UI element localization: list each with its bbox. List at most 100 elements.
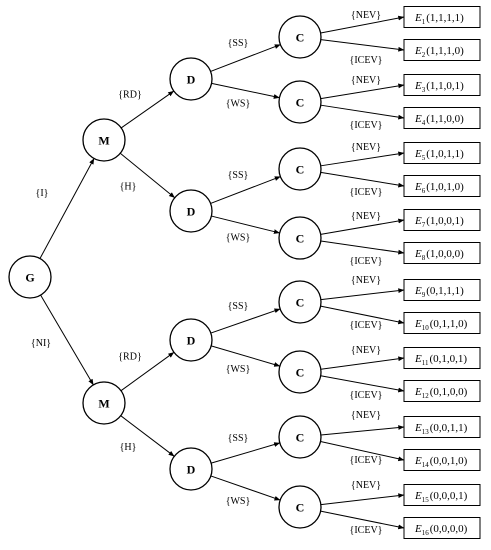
edge-m-d-2-2 — [120, 415, 175, 457]
edge-label-level2-2-1: {RD} — [118, 352, 142, 363]
leaf-box — [403, 242, 481, 264]
level3-node-1-2-2-label: C — [296, 232, 305, 246]
leaf-box — [403, 449, 481, 471]
leaf-subscript: 4 — [422, 119, 426, 127]
leaf-subscript: 2 — [422, 51, 426, 59]
leaf-box — [403, 107, 481, 129]
leaf-tuple: (1,0,1,0) — [426, 181, 464, 193]
level2-node-2-2-label: D — [187, 463, 196, 477]
edge-label-level4-8: {ICEV} — [350, 256, 383, 267]
level2-node-1-1: D — [169, 57, 213, 101]
leaf-outcome: E13(0,0,1,1) — [403, 416, 481, 438]
leaf-outcome: E3(1,1,0,1) — [403, 74, 481, 96]
leaf-tuple: (0,1,0,1) — [429, 353, 467, 365]
level1-node-2-label: M — [98, 397, 109, 411]
edge-label-level3-1-1-2: {WS} — [226, 99, 251, 110]
edge-c-leaf-1 — [320, 15, 405, 34]
edge-c-leaf-12 — [320, 375, 405, 393]
level2-node-2-1-label: D — [187, 334, 196, 348]
edge-label-level4-12: {ICEV} — [350, 390, 383, 401]
leaf-tuple: (0,0,1,1) — [430, 422, 468, 434]
leaf-outcome: E7(1,0,0,1) — [403, 209, 481, 231]
edge-label-level4-9: {NEV} — [351, 275, 381, 286]
level2-node-1-1-label: D — [187, 73, 196, 87]
leaf-event-symbol: E — [414, 80, 422, 92]
leaf-box — [403, 484, 481, 506]
edge-label-level4-11: {NEV} — [351, 345, 381, 356]
edge-c-leaf-8 — [320, 240, 405, 255]
leaf-label: E9(0,1,1,1) — [414, 285, 464, 299]
leaf-subscript: 12 — [422, 392, 430, 400]
level3-node-1-1-2: C — [278, 80, 322, 124]
leaf-event-symbol: E — [414, 45, 422, 57]
level1-node-1-label: M — [98, 134, 109, 148]
edge-label-level4-13: {NEV} — [351, 410, 381, 421]
edge-label-level1-1: {I} — [36, 188, 49, 199]
leaf-event-symbol: E — [414, 490, 422, 502]
edge-c-leaf-13 — [320, 425, 405, 436]
leaf-label: E7(1,0,0,1) — [414, 215, 464, 229]
leaf-tuple: (0,1,1,0) — [430, 318, 468, 330]
level3-node-1-2-1: C — [278, 147, 322, 191]
leaf-tuple: (0,0,0,1) — [430, 490, 468, 502]
leaf-label: E10(0,1,1,0) — [414, 318, 468, 332]
leaf-event-symbol: E — [414, 113, 422, 125]
leaf-event-symbol: E — [414, 386, 422, 398]
level3-node-2-1-2-circle — [278, 350, 322, 394]
edge-m-d-1-1 — [120, 90, 175, 129]
leaf-outcome: E5(1,0,1,1) — [403, 142, 481, 164]
root-node-label: G — [25, 271, 34, 285]
leaf-tuple: (1,0,1,1) — [426, 148, 464, 160]
level1-node-2: M — [82, 381, 126, 425]
leaf-outcome: E1(1,1,1,1) — [403, 6, 481, 28]
leaf-label: E3(1,1,0,1) — [414, 80, 464, 94]
level3-node-2-2-1: C — [278, 415, 322, 459]
leaf-event-symbol: E — [414, 215, 422, 227]
level3-node-2-2-1-circle — [278, 415, 322, 459]
leaf-box — [403, 209, 481, 231]
leaf-event-symbol: E — [414, 181, 422, 193]
edge-label-level4-2: {ICEV} — [350, 55, 383, 66]
edge-label-level3-2-2-1: {SS} — [228, 433, 249, 444]
leaf-box — [403, 279, 481, 301]
leaf-outcome: E16(0,0,0,0) — [403, 517, 481, 539]
leaf-subscript: 1 — [422, 18, 426, 26]
edge-c-leaf-6 — [320, 171, 405, 188]
edge-c-leaf-3 — [320, 83, 405, 100]
edge-label-level1-2: {NI} — [31, 338, 51, 349]
leaf-box — [403, 6, 481, 28]
leaf-tuple: (1,0,0,1) — [426, 215, 464, 227]
level3-node-2-1-1: C — [278, 280, 322, 324]
leaf-subscript: 16 — [422, 529, 430, 537]
level2-node-2-1-circle — [169, 318, 213, 362]
leaf-label: E8(1,0,0,0) — [414, 248, 464, 262]
edge-label-level4-5: {NEV} — [351, 142, 381, 153]
edge-c-leaf-9 — [320, 288, 405, 301]
edge-label-level4-6: {ICEV} — [350, 187, 383, 198]
level3-node-1-1-1-circle — [278, 15, 322, 59]
level2-node-1-2-label: D — [187, 205, 196, 219]
level3-node-1-2-2-circle — [278, 216, 322, 260]
leaf-subscript: 9 — [422, 291, 426, 299]
edge-label-level4-14: {ICEV} — [350, 455, 383, 466]
leaf-label: E6(1,0,1,0) — [414, 181, 464, 195]
leaf-tuple: (1,1,1,0) — [426, 45, 464, 57]
edge-d-c-2-2-1 — [211, 442, 281, 464]
level3-node-1-2-2: C — [278, 216, 322, 260]
edge-d-c-1-2-1 — [210, 176, 281, 204]
leaf-tuple: (1,1,1,1) — [426, 12, 464, 24]
leaf-outcome: E8(1,0,0,0) — [403, 242, 481, 264]
edge-c-leaf-2 — [320, 39, 405, 52]
edge-label-level4-4: {ICEV} — [350, 120, 383, 131]
leaf-label: E2(1,1,1,0) — [414, 45, 464, 59]
leaf-tuple: (1,1,0,0) — [426, 113, 464, 125]
level3-node-1-1-1-label: C — [296, 31, 305, 45]
leaf-label: E11(0,1,0,1) — [414, 353, 467, 367]
leaf-subscript: 8 — [422, 254, 426, 262]
leaf-outcome: E15(0,0,0,1) — [403, 484, 481, 506]
edges-layer: {I} {NI} {RD} {SS} {NEV} {ICEV} {WS} {NEV} {ICEV… — [31, 10, 405, 536]
edge-c-leaf-14 — [320, 441, 405, 462]
edge-m-d-1-2 — [119, 152, 176, 199]
leaf-label: E15(0,0,0,1) — [414, 490, 468, 504]
leaf-outcome: E11(0,1,0,1) — [403, 347, 481, 369]
